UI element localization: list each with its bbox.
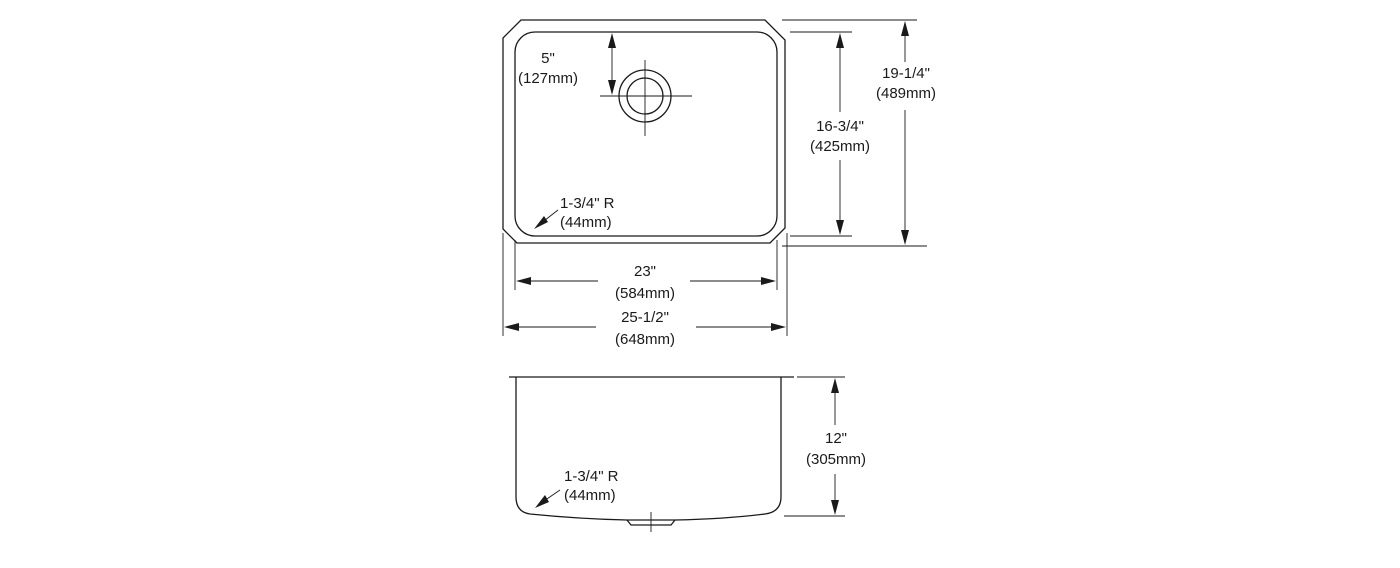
inner-depth-dimension — [790, 31, 852, 237]
outer-width-dimension — [502, 233, 788, 336]
inner-depth-inches: 16-3/4" — [816, 118, 864, 135]
drain-offset-mm: (127mm) — [518, 70, 578, 87]
drain-offset-dimension — [597, 31, 627, 95]
inner-width-dimension — [514, 240, 778, 290]
inner-width-inches: 23" — [634, 263, 656, 280]
side-corner-radius-leader — [535, 489, 561, 508]
bowl-depth-mm: (305mm) — [806, 451, 866, 468]
top-view: 5" (127mm) 1-3/4" R (44mm) 16-3/4" (425m… — [502, 19, 936, 348]
outer-width-inches: 25-1/2" — [621, 309, 669, 326]
outer-width-mm: (648mm) — [615, 331, 675, 348]
inner-depth-mm: (425mm) — [810, 138, 870, 155]
bowl-profile — [515, 377, 782, 521]
bowl-depth-inches: 12" — [825, 430, 847, 447]
outer-rim-outline — [502, 19, 786, 244]
corner-radius-leader — [534, 209, 559, 229]
inner-bowl-outline — [514, 31, 778, 237]
outer-depth-mm: (489mm) — [876, 85, 936, 102]
inner-width-mm: (584mm) — [615, 285, 675, 302]
top-corner-radius-inches: 1-3/4" R — [560, 195, 615, 212]
top-corner-radius-mm: (44mm) — [560, 214, 612, 231]
outer-depth-inches: 19-1/4" — [882, 65, 930, 82]
bowl-depth-dimension — [784, 376, 845, 517]
outer-depth-dimension — [782, 19, 927, 247]
drain-offset-inches: 5" — [541, 50, 555, 67]
side-corner-radius-mm: (44mm) — [564, 487, 616, 504]
side-view: 1-3/4" R (44mm) 12" (305mm) — [509, 376, 866, 532]
drain-icon — [600, 60, 692, 136]
side-corner-radius-inches: 1-3/4" R — [564, 468, 619, 485]
